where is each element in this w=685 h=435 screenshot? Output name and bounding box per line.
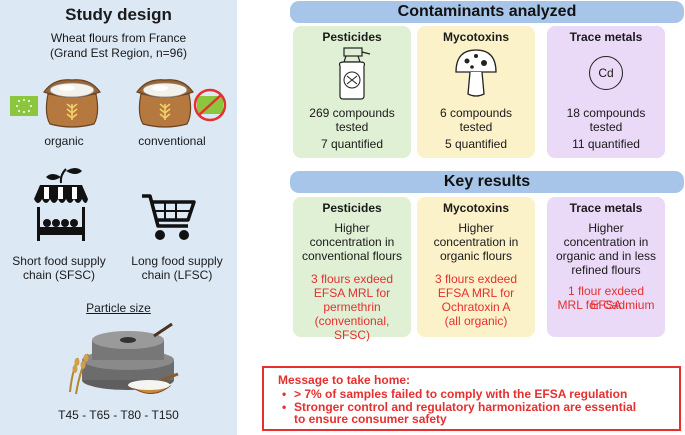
metals-tested-line2: tested — [589, 120, 623, 134]
conventional-label: conventional — [138, 134, 206, 148]
pesticides-exceedance-line: permethrin — [323, 300, 381, 314]
mycotoxins-quantified: 5 quantified — [444, 137, 508, 151]
bullet: • — [282, 387, 287, 401]
market-stall-icon — [34, 168, 88, 241]
wheat-flours-description: Wheat flours from France (Grand Est Regi… — [0, 31, 237, 61]
mycotoxins-result-card: Mycotoxins Higher concentration in organ… — [417, 197, 535, 337]
mycotoxins-result-line: Higher — [458, 221, 494, 235]
mycotoxins-result-title: Mycotoxins — [442, 201, 509, 215]
pesticides-result-card: Pesticides Higher concentration in conve… — [293, 197, 411, 342]
sfsc-line-2: chain (SFSC) — [22, 268, 96, 282]
mycotoxins-tested-line1: 6 compounds — [439, 106, 513, 120]
lfsc-line-2: chain (LFSC) — [141, 268, 213, 282]
pesticides-exceedance-line: 3 flours exdeed — [310, 272, 394, 286]
millstone-icon — [69, 322, 179, 395]
mycotoxins-result-line: organic flours — [439, 249, 513, 263]
wheat-line-2: (Grand Est Region, n=96) — [49, 46, 188, 60]
lfsc-line-1: Long food supply — [131, 254, 223, 268]
mycotoxins-result-line: concentration in — [433, 235, 519, 249]
spray-bottle-icon — [338, 47, 371, 100]
sfsc-line-1: Short food supply — [12, 254, 106, 268]
mushroom-icon — [455, 49, 497, 97]
pesticides-exceedance-line: EFSA MRL for — [313, 286, 391, 300]
mycotoxins-exceedance-line: (all organic) — [444, 314, 508, 328]
study-design-panel: Study design Wheat flours from France (G… — [0, 0, 237, 435]
metals-exceedance-line: MRL for Cadmium — [557, 298, 655, 312]
mycotoxins-exceedance-line: Ochratoxin A — [441, 300, 511, 314]
pesticides-tested-line1: 269 compounds — [309, 106, 395, 120]
contaminants-analyzed-header: Contaminants analyzed — [290, 1, 684, 23]
organic-eu-leaf-icon — [10, 96, 38, 116]
metals-result-line: concentration in — [563, 235, 649, 249]
metals-exceedance-line: 1 flour exdeed EFSA — [567, 284, 645, 312]
pesticides-result-line: Higher — [334, 221, 370, 235]
trace-metals-contaminant-card: Trace metals Cd 18 compounds tested 11 q… — [547, 26, 665, 158]
metals-tested-line1: 18 compounds — [566, 106, 646, 120]
trace-metals-result-card: Trace metals Higher concentration in org… — [547, 197, 665, 337]
flour-classes: T45 - T65 - T80 - T150 — [58, 408, 179, 422]
take-home-item-2: • Stronger control and regulatory harmon… — [282, 401, 682, 413]
take-home-message-box: Message to take home: • > 7% of samples … — [262, 366, 681, 431]
bullet: • — [282, 400, 287, 414]
mycotoxins-exceedance-line: EFSA MRL for — [437, 286, 515, 300]
organic-label: organic — [44, 134, 84, 148]
pesticides-result-line: concentration in — [309, 235, 395, 249]
flour-sack-icon — [43, 79, 101, 128]
mycotoxins-tested-line2: tested — [459, 120, 493, 134]
metals-result-line: refined flours — [571, 263, 641, 277]
no-organic-icon — [193, 88, 227, 122]
pesticides-result-line: conventional flours — [301, 249, 403, 263]
take-home-item-1-text: > 7% of samples failed to comply with th… — [294, 387, 628, 401]
pesticides-title: Pesticides — [322, 30, 382, 44]
study-design-title: Study design — [65, 5, 172, 24]
pesticides-result-title: Pesticides — [322, 201, 382, 215]
metals-result-line: Higher — [588, 221, 624, 235]
trace-metals-title: Trace metals — [569, 30, 643, 44]
pesticides-contaminant-card: Pesticides 269 compounds tested 7 quanti… — [293, 26, 411, 158]
particle-size-label: Particle size — [86, 301, 151, 315]
mycotoxins-exceedance-line: 3 flours exdeed — [434, 272, 518, 286]
pesticides-exceedance-line: (conventional, SFSC) — [314, 314, 390, 342]
pesticides-tested-line2: tested — [335, 120, 369, 134]
take-home-item-1: • > 7% of samples failed to comply with … — [282, 388, 682, 400]
wheat-line-1: Wheat flours from France — [50, 31, 187, 45]
key-results-header: Key results — [290, 171, 684, 193]
take-home-item-2-cont: to ensure consumer safety — [282, 413, 682, 425]
take-home-title: Message to take home: — [278, 373, 411, 387]
metals-result-line: organic and in less — [555, 249, 657, 263]
take-home-item-2-text: Stronger control and regulatory harmoniz… — [294, 400, 637, 414]
pesticides-quantified: 7 quantified — [320, 137, 384, 151]
cadmium-symbol: Cd — [589, 56, 623, 90]
metals-quantified: 11 quantified — [572, 137, 640, 151]
lfsc-label: Long food supply chain (LFSC) — [122, 254, 232, 282]
shopping-cart-icon — [142, 194, 196, 240]
mycotoxins-contaminant-card: Mycotoxins 6 compounds tested 5 quantifi… — [417, 26, 535, 158]
sfsc-label: Short food supply chain (SFSC) — [4, 254, 114, 282]
mycotoxins-title: Mycotoxins — [442, 30, 509, 44]
take-home-item-2-text-cont: to ensure consumer safety — [294, 412, 447, 426]
metals-result-title: Trace metals — [569, 201, 643, 215]
flour-sack-icon — [136, 79, 194, 128]
